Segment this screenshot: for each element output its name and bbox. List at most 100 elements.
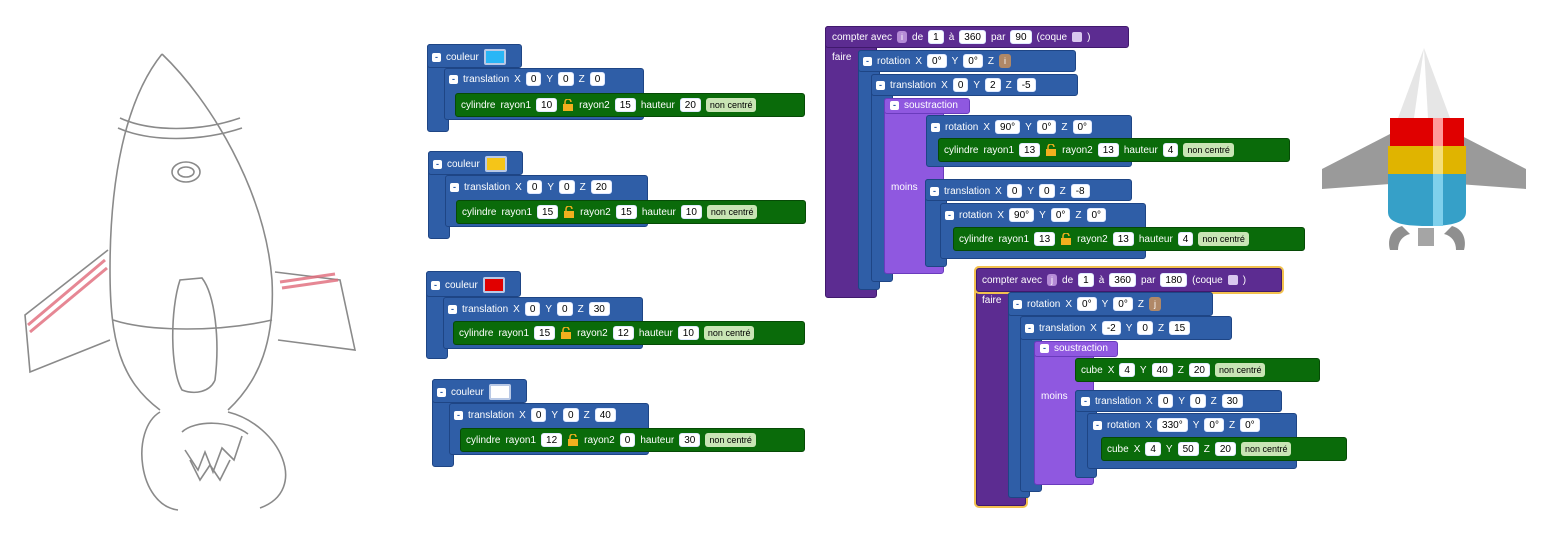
centre-dropdown[interactable]: non centré [1214, 363, 1266, 377]
x-field[interactable]: 0 [524, 302, 541, 316]
collapse-minus-icon[interactable]: - [876, 80, 885, 90]
y-field[interactable]: 0 [557, 302, 573, 316]
translate-header[interactable] [1020, 316, 1232, 340]
collapse-minus-icon[interactable]: - [1013, 299, 1022, 309]
y-field[interactable]: 0 [563, 408, 579, 422]
centre-dropdown[interactable]: non centré [706, 205, 758, 219]
collapse-minus-icon[interactable]: - [1093, 420, 1102, 430]
x-field[interactable]: 0° [927, 54, 947, 68]
x-field[interactable]: 4 [1119, 363, 1135, 377]
height-field[interactable]: 20 [679, 98, 701, 112]
z-field[interactable]: 0° [1240, 418, 1260, 432]
padlock-icon[interactable] [1045, 144, 1057, 156]
collapse-minus-icon[interactable]: - [863, 56, 872, 66]
z-field[interactable]: 15 [1169, 321, 1191, 335]
y-field[interactable]: 0° [1113, 297, 1133, 311]
z-variable[interactable]: j [1148, 297, 1161, 311]
collapse-minus-icon[interactable]: - [431, 280, 440, 290]
colour-swatch[interactable] [482, 277, 505, 293]
z-field[interactable]: 0 [589, 72, 606, 86]
y-field[interactable]: 0° [1050, 208, 1071, 222]
padlock-icon[interactable] [1060, 233, 1072, 245]
collapse-minus-icon[interactable]: - [433, 159, 442, 169]
height-field[interactable]: 4 [1162, 143, 1179, 157]
step-field[interactable]: 180 [1160, 273, 1188, 287]
centre-dropdown[interactable]: non centré [1240, 442, 1292, 456]
x-field[interactable]: 0 [1157, 394, 1174, 408]
z-field[interactable]: -5 [1016, 78, 1036, 92]
z-field[interactable]: -8 [1070, 184, 1090, 198]
x-field[interactable]: 0 [526, 180, 543, 194]
radius1-field[interactable]: 15 [537, 205, 559, 219]
y-field[interactable]: 50 [1177, 442, 1199, 456]
radius2-field[interactable]: 12 [612, 326, 634, 340]
z-field[interactable]: 20 [1188, 363, 1210, 377]
radius1-field[interactable]: 13 [1019, 143, 1041, 157]
y-field[interactable]: 0 [1137, 321, 1153, 335]
z-field[interactable]: 20 [590, 180, 612, 194]
radius2-field[interactable]: 15 [614, 98, 636, 112]
hull-checkbox[interactable] [1227, 275, 1238, 285]
z-field[interactable]: 30 [588, 302, 610, 316]
x-field[interactable]: 0 [952, 78, 969, 92]
y-field[interactable]: 0 [1190, 394, 1206, 408]
colour-block-header[interactable] [427, 44, 522, 68]
colour-block-header[interactable] [426, 271, 521, 297]
padlock-icon[interactable] [563, 206, 575, 218]
collapse-minus-icon[interactable]: - [931, 122, 940, 132]
collapse-minus-icon[interactable]: - [945, 210, 954, 220]
centre-dropdown[interactable]: non centré [705, 98, 757, 112]
colour-swatch[interactable] [483, 49, 506, 65]
z-field[interactable]: 30 [1221, 394, 1243, 408]
collapse-minus-icon[interactable]: - [890, 101, 899, 110]
centre-dropdown[interactable]: non centré [1198, 232, 1249, 246]
y-field[interactable]: 2 [985, 78, 1001, 92]
hull-checkbox[interactable] [1072, 32, 1083, 42]
radius1-field[interactable]: 10 [536, 98, 558, 112]
y-field[interactable]: 0° [1204, 418, 1224, 432]
loop-variable-dropdown[interactable]: j [1047, 274, 1058, 286]
collapse-minus-icon[interactable]: - [448, 304, 457, 314]
collapse-minus-icon[interactable]: - [1081, 396, 1090, 406]
colour-swatch[interactable] [484, 156, 507, 172]
colour-swatch[interactable] [488, 384, 511, 400]
x-field[interactable]: 0 [1006, 184, 1023, 198]
z-field[interactable]: 0° [1072, 120, 1093, 134]
x-field[interactable]: 4 [1145, 442, 1161, 456]
y-field[interactable]: 0 [1039, 184, 1055, 198]
colour-block-header[interactable] [428, 151, 523, 175]
radius2-field[interactable]: 15 [615, 205, 637, 219]
x-field[interactable]: 90° [1009, 208, 1035, 222]
collapse-minus-icon[interactable]: - [449, 74, 458, 84]
centre-dropdown[interactable]: non centré [705, 433, 756, 447]
rotate-header[interactable] [1008, 292, 1213, 316]
radius2-field[interactable]: 13 [1112, 232, 1134, 246]
height-field[interactable]: 10 [677, 326, 699, 340]
loop-variable-dropdown[interactable]: i [897, 31, 908, 43]
collapse-minus-icon[interactable]: - [1025, 323, 1034, 333]
collapse-minus-icon[interactable]: - [432, 52, 441, 62]
x-field[interactable]: 330° [1157, 418, 1188, 432]
collapse-minus-icon[interactable]: - [1040, 344, 1049, 353]
y-field[interactable]: 0 [559, 180, 575, 194]
y-field[interactable]: 0° [963, 54, 983, 68]
collapse-minus-icon[interactable]: - [930, 186, 939, 196]
radius1-field[interactable]: 15 [534, 326, 556, 340]
radius1-field[interactable]: 12 [541, 433, 563, 447]
colour-block-header[interactable] [432, 379, 527, 403]
x-field[interactable]: 0 [525, 72, 542, 86]
from-field[interactable]: 1 [1078, 273, 1094, 287]
subtract-header[interactable] [884, 98, 970, 114]
padlock-icon[interactable] [567, 434, 579, 446]
radius1-field[interactable]: 13 [1034, 232, 1056, 246]
z-variable[interactable]: i [998, 54, 1011, 68]
to-field[interactable]: 360 [1109, 273, 1136, 287]
x-field[interactable]: 90° [995, 120, 1021, 134]
z-field[interactable]: 0° [1086, 208, 1107, 222]
z-field[interactable]: 40 [594, 408, 616, 422]
y-field[interactable]: 0° [1036, 120, 1057, 134]
collapse-minus-icon[interactable]: - [454, 410, 463, 420]
padlock-icon[interactable] [562, 99, 574, 111]
x-field[interactable]: 0° [1077, 297, 1097, 311]
x-field[interactable]: -2 [1101, 321, 1121, 335]
